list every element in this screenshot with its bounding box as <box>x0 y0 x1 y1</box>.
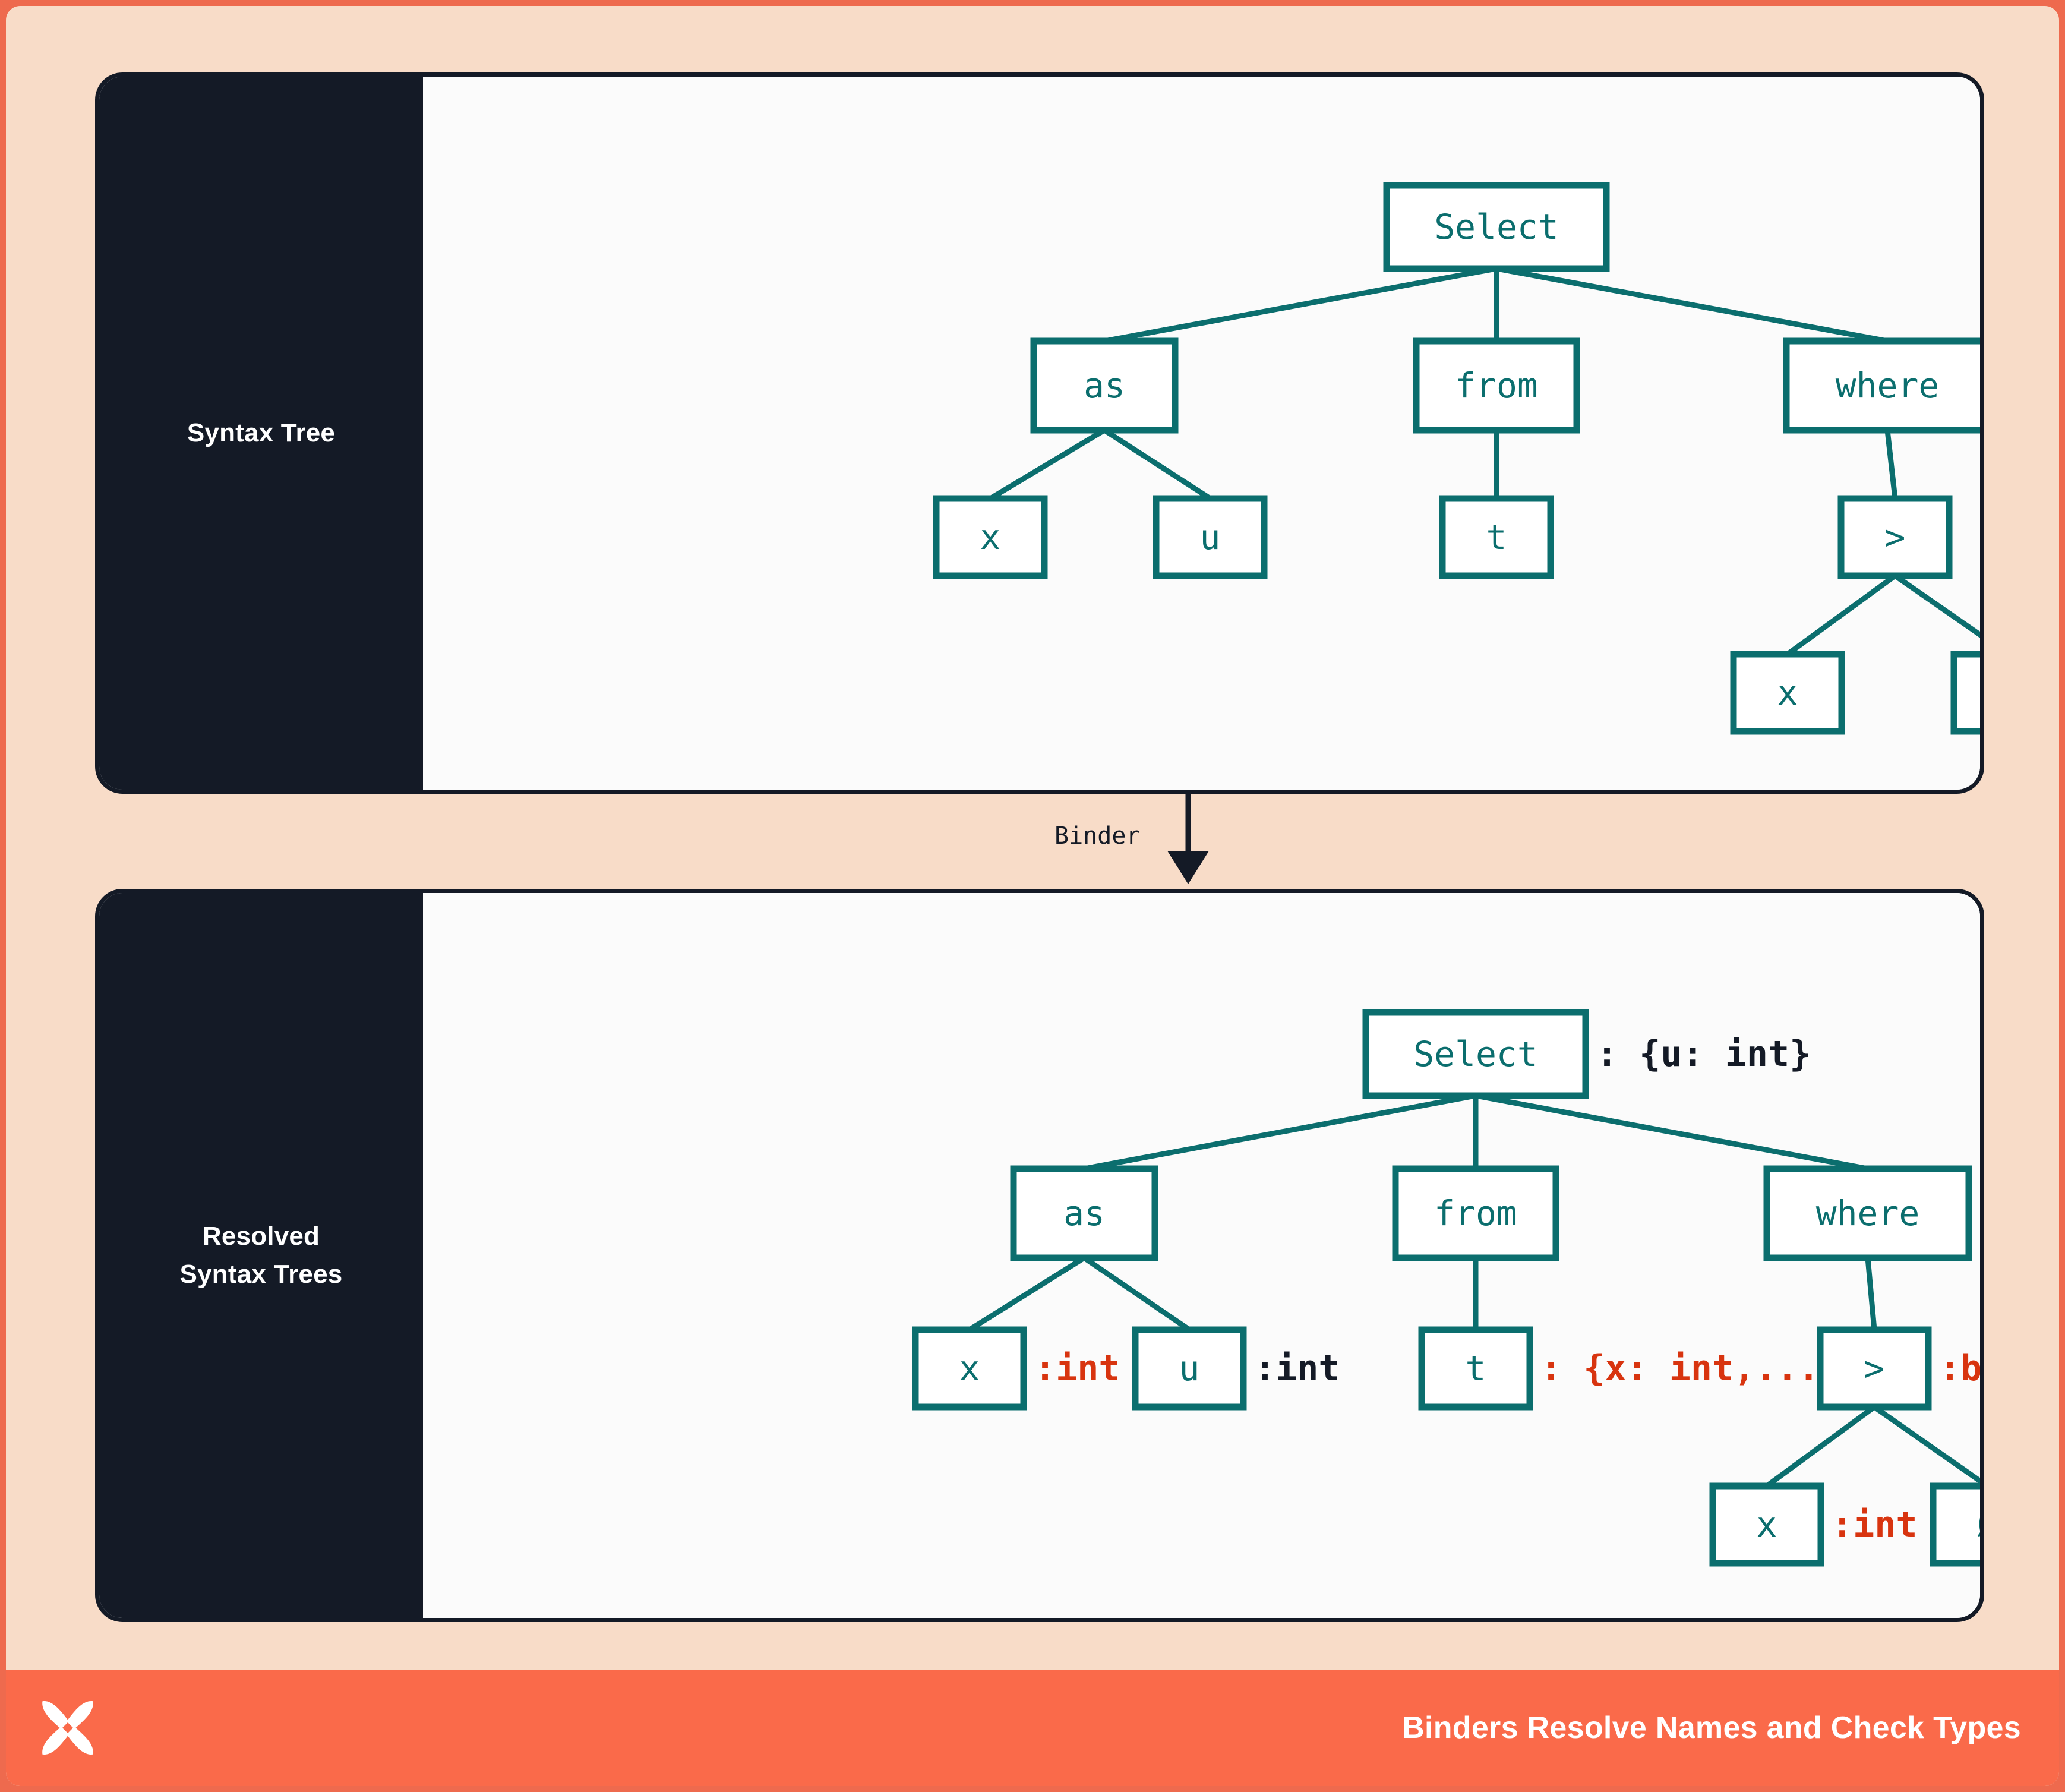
tree-node-box <box>912 1326 1027 1411</box>
tree-node-type-annotation: :int <box>1832 1504 1918 1545</box>
tree-edge <box>989 428 1106 501</box>
tree-node-box <box>1783 337 1980 434</box>
tree-node-label: x <box>1777 673 1798 713</box>
tree-node[interactable]: u <box>1153 495 1268 579</box>
tree-node-box <box>933 495 1048 579</box>
tree-edge <box>1786 573 1897 657</box>
tree-edge <box>1496 266 1888 344</box>
tree-node[interactable]: as <box>1010 1165 1158 1261</box>
tree-edge <box>1475 1093 1868 1172</box>
butterfly-x-logo-icon <box>42 1700 93 1755</box>
tree-node-label: where <box>1836 365 1940 406</box>
tree-edge <box>968 1255 1086 1332</box>
tree-node[interactable]: t <box>1439 495 1554 579</box>
tree-node-box <box>1418 1326 1533 1411</box>
tree-node-type-annotation: :bool <box>1939 1348 1984 1389</box>
binder-transition: Binder <box>6 794 2059 889</box>
tree-node-label: as <box>1084 365 1125 406</box>
sidebar-label-line-0: Resolved <box>202 1222 320 1251</box>
tree-node[interactable]: t : {x: int,...} <box>1418 1326 1841 1411</box>
tree-node-box <box>1010 1165 1158 1261</box>
tree-node-type-annotation: :int <box>1254 1348 1340 1389</box>
tree-node-label: > <box>1885 517 1906 557</box>
tree-edge <box>1104 266 1497 344</box>
tree-node-label: t <box>1486 517 1507 557</box>
tree-edge <box>1103 428 1212 501</box>
tree-node[interactable]: Select : {u: int} <box>1362 1009 1811 1099</box>
binder-label: Binder <box>1054 822 1141 850</box>
tree-node-label: from <box>1455 365 1538 406</box>
tree-node-label: Select <box>1413 1034 1538 1074</box>
tree-node-box <box>1709 1482 1824 1567</box>
tree-node[interactable]: x :int <box>1709 1482 1918 1567</box>
tree-node-label: u <box>1179 1348 1200 1389</box>
footer-title: Binders Resolve Names and Check Types <box>1402 1711 2021 1745</box>
tree-node-label: x <box>1757 1504 1777 1545</box>
tree-node[interactable]: x <box>1730 651 1845 735</box>
tree-node[interactable]: x <box>933 495 1048 579</box>
tree-node[interactable]: Select <box>1383 182 1610 272</box>
tree-edge <box>1765 1405 1876 1488</box>
tree-node-box <box>1930 1482 1980 1567</box>
tree-node-box <box>1362 1009 1589 1099</box>
tree-node-box <box>1439 495 1554 579</box>
tree-node[interactable]: Ø:int <box>1930 1482 1984 1567</box>
footer-bar: Binders Resolve Names and Check Types <box>6 1670 2059 1786</box>
tree-node[interactable]: u :int <box>1132 1326 1340 1411</box>
tree-node-label: t <box>1466 1348 1486 1389</box>
tree-node-label: Select <box>1434 207 1559 247</box>
tree-node-label: u <box>1200 517 1221 557</box>
tree-node-box <box>1763 1165 1972 1261</box>
tree-node-box <box>1817 1326 1932 1411</box>
tree-edge <box>1884 430 1898 499</box>
tree-node[interactable]: from <box>1413 337 1580 434</box>
tree-node-type-annotation: : {x: int,...} <box>1540 1348 1841 1389</box>
binder-arrow-icon <box>1167 794 1209 884</box>
tree-edge <box>1082 1255 1191 1332</box>
tree-node[interactable]: as <box>1030 337 1179 434</box>
tree-node-box <box>1950 651 1980 735</box>
tree-node-box <box>1153 495 1268 579</box>
tree-node[interactable]: where <box>1783 337 1984 434</box>
resolved-syntax-tree-graph: Select : {u: int} as from where x :int u :int t : … <box>912 1009 1984 1567</box>
tree-edge <box>1084 1093 1476 1172</box>
tree-node-box <box>1383 182 1610 272</box>
tree-node-label: > <box>1864 1348 1885 1389</box>
canvas-resolved-syntax-trees: Select : {u: int} as from where x :int u :int t : … <box>423 893 1980 1618</box>
tree-node-label: x <box>980 517 1001 557</box>
tree-node-type-annotation: :int <box>1034 1348 1120 1389</box>
sidebar-syntax-tree: Syntax Tree <box>99 77 423 790</box>
tree-node-label: where <box>1816 1193 1920 1233</box>
tree-node-box <box>1392 1165 1559 1261</box>
sidebar-item-label-syntax-tree: Syntax Tree <box>187 418 336 448</box>
tree-node[interactable]: Ø <box>1950 651 1984 735</box>
tree-node-box <box>1413 337 1580 434</box>
tree-edge <box>1873 1405 1980 1485</box>
tree-node-type-annotation: : {u: int} <box>1596 1033 1811 1075</box>
tree-node[interactable]: from <box>1392 1165 1559 1261</box>
tree-node-box <box>1730 651 1845 735</box>
tree-node-label: Ø <box>1978 1506 1984 1544</box>
tree-node[interactable]: > <box>1837 495 1953 579</box>
tree-edge <box>1893 573 1980 638</box>
tree-node[interactable]: x :int <box>912 1326 1120 1411</box>
tree-node-box <box>1132 1326 1247 1411</box>
tree-node[interactable]: > :bool <box>1817 1326 1984 1411</box>
sidebar-label-line-1: Syntax Trees <box>179 1260 343 1289</box>
tree-node-box <box>1837 495 1953 579</box>
tree-node-label: x <box>959 1348 980 1389</box>
tree-node-label: as <box>1063 1193 1105 1233</box>
tree-edge <box>1865 1257 1877 1330</box>
tree-node-label: from <box>1434 1193 1517 1233</box>
tree-node[interactable]: where <box>1763 1165 1972 1261</box>
tree-node-box <box>1030 337 1179 434</box>
